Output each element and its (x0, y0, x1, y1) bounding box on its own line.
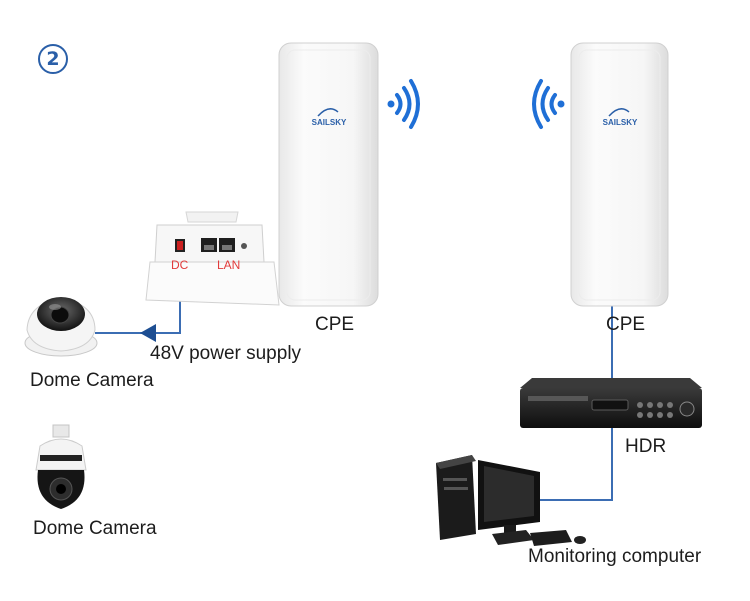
cpe-left-logo: SAILSKY (312, 118, 347, 127)
cpe-left-label: CPE (315, 314, 355, 335)
wifi-signal-icon (532, 79, 565, 129)
cpe-right-device (570, 42, 669, 307)
power-injector-arrow (140, 324, 156, 342)
step-number-badge: 2 (38, 44, 68, 74)
power-supply-label: 48V power supply (150, 343, 302, 364)
computer-icon (436, 455, 586, 546)
wifi-signal-icon (387, 79, 420, 129)
cable-hdr-to-computer (536, 428, 613, 501)
cpe-right-logo-mark (608, 108, 630, 117)
dome-camera-icon (24, 297, 98, 357)
port-label-lan: LAN (217, 258, 240, 272)
cpe-left-device (278, 42, 379, 307)
dome-camera-label-2: Dome Camera (33, 518, 157, 539)
cpe-right-logo: SAILSKY (603, 118, 638, 127)
recorder-icon (520, 378, 702, 428)
recorder-label: HDR (625, 436, 667, 457)
monitoring-computer-label: Monitoring computer (528, 546, 702, 567)
dome-camera-label-1: Dome Camera (30, 370, 154, 391)
cpe-left-logo-mark (317, 108, 339, 117)
port-label-dc: DC (171, 258, 189, 272)
ptz-camera-icon (35, 424, 87, 509)
cpe-port-panel (145, 211, 280, 306)
cpe-right-label: CPE (606, 314, 646, 335)
